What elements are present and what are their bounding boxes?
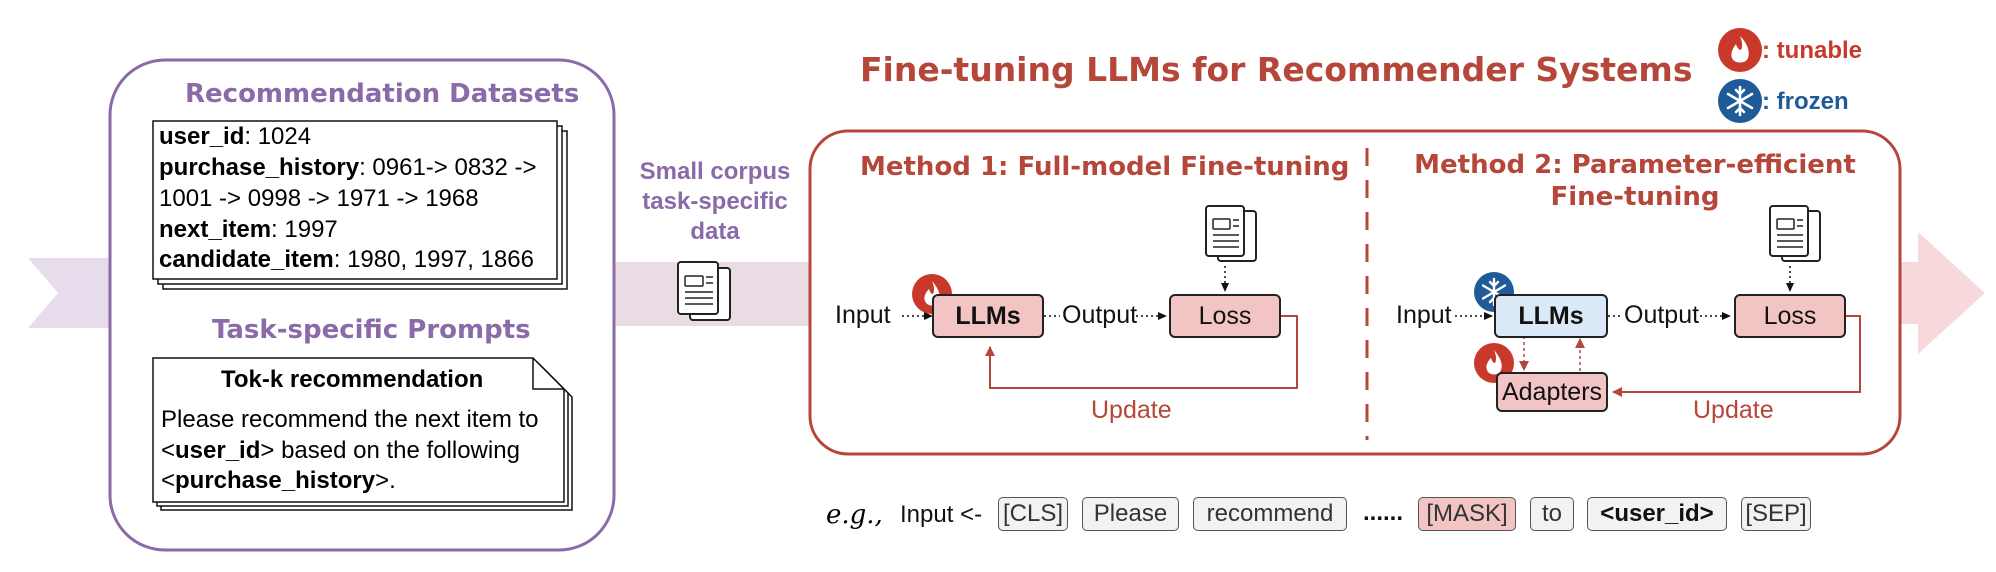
- field-value: : 1980, 1997, 1866: [333, 246, 534, 273]
- document-icon: [677, 261, 731, 321]
- placeholder-key: purchase_history: [175, 467, 376, 494]
- methods-panel-border: [808, 129, 1902, 456]
- field-value: : 0961-> 0832 ->: [359, 154, 537, 181]
- dataset-line-candidate-item: candidate_item: 1980, 1997, 1866: [159, 246, 534, 274]
- legend-tunable-label: : tunable: [1762, 37, 1862, 64]
- prompt-text: > based on the following: [260, 437, 520, 464]
- corpus-label: Small corpus task-specific data: [625, 157, 805, 247]
- field-key: purchase_history: [159, 154, 360, 181]
- field-value: : 1024: [244, 123, 312, 150]
- dataset-line-next-item: next_item: 1997: [159, 216, 338, 244]
- method1-loss-box: Loss: [1169, 294, 1281, 338]
- corpus-label-line: data: [690, 218, 740, 245]
- method2-update-label: Update: [1693, 396, 1774, 424]
- prompt-text: >.: [375, 467, 396, 494]
- bracket-text: <: [161, 467, 176, 494]
- method1-llms-box: LLMs: [932, 294, 1044, 338]
- token-to: to: [1530, 497, 1574, 531]
- method2-title: Method 2: Parameter-efficient Fine-tunin…: [1380, 149, 1890, 213]
- example-prefix: e.g.,: [826, 500, 883, 530]
- example-input-label: Input <-: [900, 501, 983, 528]
- method1-input-label: Input: [835, 301, 891, 329]
- method2-llms-box: LLMs: [1494, 294, 1608, 338]
- legend-frozen-label: : frozen: [1762, 88, 1849, 115]
- method2-loss-box: Loss: [1734, 294, 1846, 338]
- prompts-heading: Task-specific Prompts: [212, 315, 531, 345]
- datasets-heading: Recommendation Datasets: [185, 79, 580, 109]
- page-title: Fine-tuning LLMs for Recommender Systems: [860, 50, 1693, 89]
- method1-title: Method 1: Full-model Fine-tuning: [860, 152, 1350, 182]
- flame-icon: [1718, 28, 1762, 72]
- dataset-line-user-id: user_id: 1024: [159, 123, 311, 151]
- bracket-text: <: [161, 437, 176, 464]
- method2-title-line: Method 2: Parameter-efficient: [1414, 150, 1856, 180]
- field-key: next_item: [159, 216, 272, 243]
- dataset-line-purchase-history: purchase_history: 0961-> 0832 ->: [159, 154, 537, 182]
- token-ellipsis: ......: [1363, 499, 1404, 526]
- method1-update-label: Update: [1091, 396, 1172, 424]
- prompt-card-stack: [152, 357, 573, 511]
- token-recommend: recommend: [1193, 497, 1347, 531]
- token-cls: [CLS]: [998, 497, 1068, 531]
- corpus-label-line: Small corpus: [639, 158, 791, 185]
- field-key: user_id: [159, 123, 245, 150]
- token-please: Please: [1082, 497, 1179, 531]
- method2-output-label: Output: [1624, 301, 1700, 329]
- field-key: candidate_item: [159, 246, 334, 273]
- method2-input-label: Input: [1396, 301, 1452, 329]
- token-user-id: <user_id>: [1587, 497, 1727, 531]
- method2-flow: [1455, 266, 1861, 397]
- method1-output-label: Output: [1062, 301, 1138, 329]
- prompt-card-title: Tok-k recommendation: [221, 366, 484, 393]
- field-value: : 1997: [271, 216, 338, 243]
- field-value: 1001 -> 0998 -> 1971 -> 1968: [159, 185, 479, 212]
- token-mask: [MASK]: [1418, 497, 1516, 531]
- document-icon: [1769, 205, 1821, 262]
- document-icon: [1205, 205, 1257, 262]
- method2-adapters-box: Adapters: [1496, 372, 1608, 412]
- method2-title-line: Fine-tuning: [1550, 182, 1720, 212]
- placeholder-key: user_id: [175, 437, 261, 464]
- dataset-card-stack: [152, 120, 568, 290]
- prompt-line-3: <purchase_history>.: [161, 467, 396, 495]
- method1-flow: [902, 266, 1298, 389]
- token-sep: [SEP]: [1741, 497, 1811, 531]
- corpus-label-line: task-specific: [642, 188, 788, 215]
- prompt-line-2: <user_id> based on the following: [161, 437, 520, 465]
- snowflake-icon: [1718, 79, 1762, 123]
- dataset-line-purchase-history-cont: 1001 -> 0998 -> 1971 -> 1968: [159, 185, 479, 213]
- prompt-line-1: Please recommend the next item to: [161, 406, 539, 433]
